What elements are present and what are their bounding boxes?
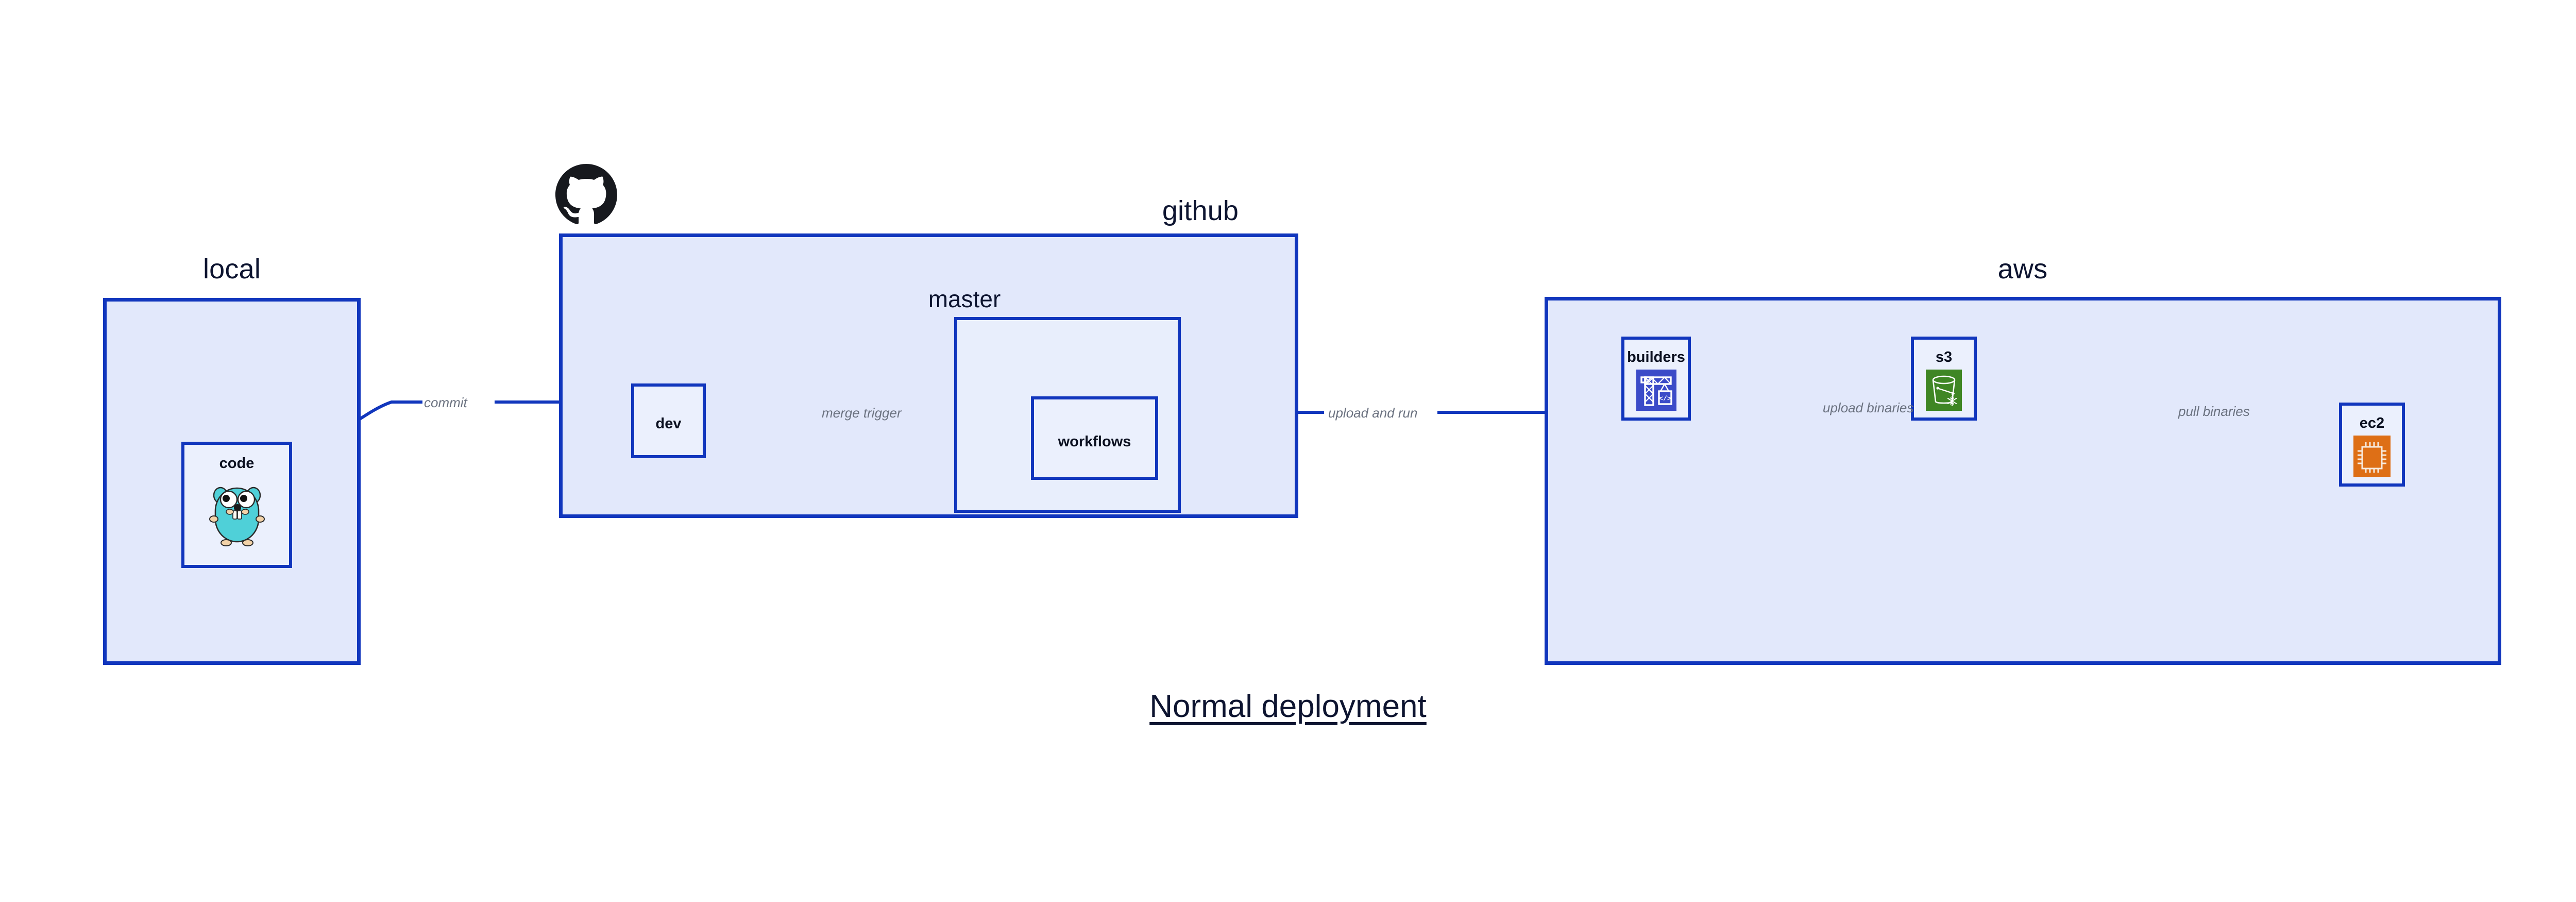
- subgroup-master[interactable]: workflows: [954, 317, 1181, 513]
- edge-label-upload-binaries: upload binaries: [1823, 400, 1914, 415]
- node-label-dev: dev: [655, 415, 682, 432]
- node-builders[interactable]: builders </>: [1621, 337, 1691, 421]
- edge-label-upload-and-run: upload and run: [1328, 405, 1418, 421]
- subgroup-label-master: master: [928, 286, 1001, 312]
- group-local[interactable]: code: [103, 298, 361, 665]
- aws-codebuild-crane-icon: </>: [1636, 370, 1676, 411]
- go-gopher-icon: [209, 487, 265, 546]
- group-label-aws: aws: [1997, 254, 2048, 285]
- diagram-title: Normal deployment: [1149, 689, 1427, 724]
- node-workflows[interactable]: workflows: [1031, 396, 1158, 480]
- node-label-code: code: [219, 455, 255, 472]
- node-label-ec2: ec2: [2359, 415, 2385, 431]
- node-label-workflows: workflows: [1058, 433, 1131, 450]
- group-github[interactable]: dev master workflows: [559, 233, 1298, 518]
- aws-ec2-chip-icon: [2353, 436, 2391, 477]
- node-label-s3: s3: [1935, 349, 1953, 365]
- group-label-github: github: [1162, 195, 1239, 226]
- edge-label-commit: commit: [424, 395, 467, 410]
- node-ec2[interactable]: ec2: [2339, 403, 2405, 487]
- group-label-local: local: [202, 254, 261, 285]
- aws-s3-bucket-icon: [1926, 370, 1962, 411]
- svg-text:</>: </>: [1659, 395, 1671, 403]
- edge-label-merge-trigger: merge trigger: [822, 405, 902, 421]
- node-code[interactable]: code: [181, 442, 292, 568]
- node-s3[interactable]: s3: [1911, 337, 1977, 421]
- edge-label-pull-binaries: pull binaries: [2178, 404, 2250, 419]
- node-dev[interactable]: dev: [631, 383, 706, 458]
- github-octocat-logo: [555, 164, 617, 225]
- node-label-builders: builders: [1627, 349, 1685, 365]
- group-aws[interactable]: builders </>: [1545, 297, 2501, 665]
